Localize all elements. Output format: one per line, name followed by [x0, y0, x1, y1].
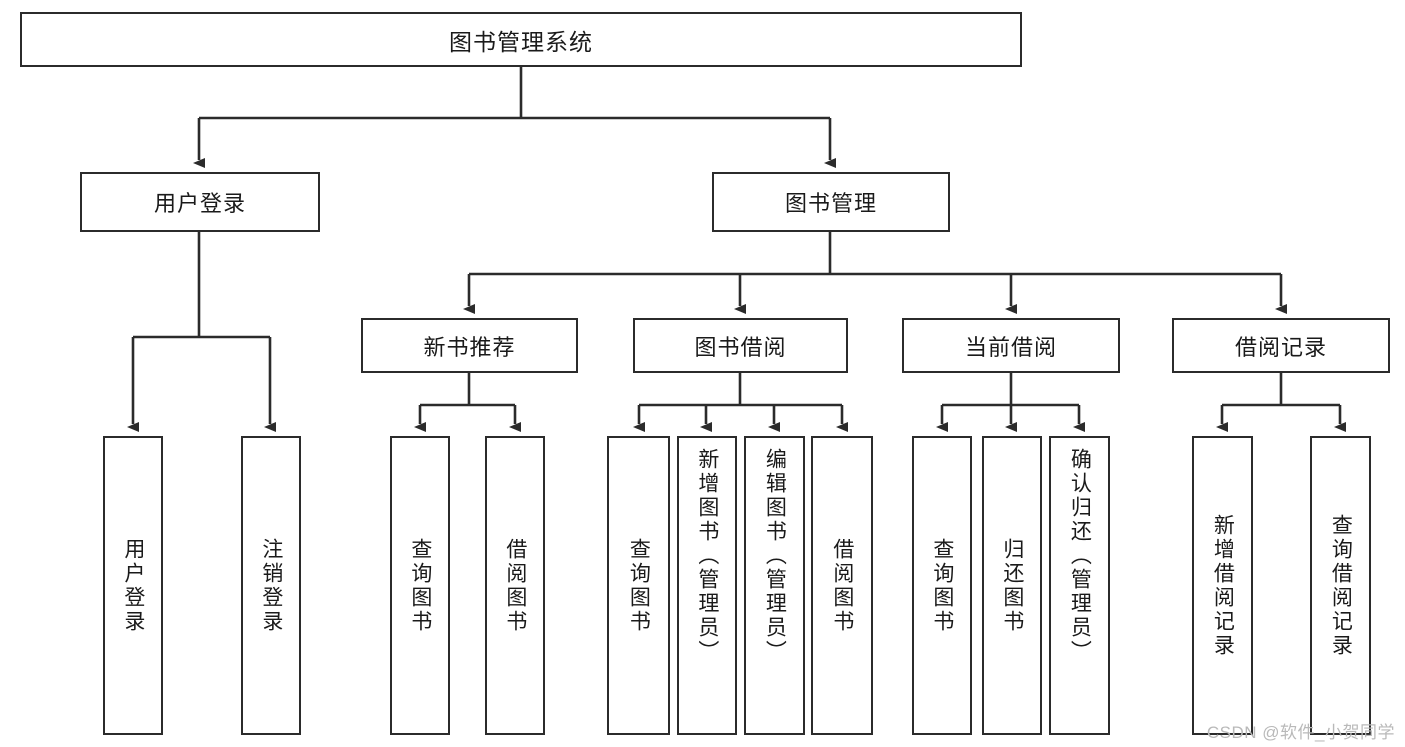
- node-leaf-query-record[interactable]: 查询借阅记录: [1310, 436, 1371, 735]
- node-label: 借阅记录: [1234, 334, 1327, 360]
- node-label: 图书管理: [784, 191, 877, 216]
- node-label: 编辑图书（管理员）: [763, 448, 787, 664]
- node-leaf-return-book[interactable]: 归还图书: [982, 436, 1042, 735]
- node-label: 图书借阅: [694, 334, 787, 360]
- node-user-login[interactable]: 用户登录: [80, 172, 320, 232]
- node-leaf-query-book-1[interactable]: 查询图书: [390, 436, 450, 735]
- node-borrow-record[interactable]: 借阅记录: [1172, 318, 1390, 373]
- node-label: 用户登录: [121, 537, 145, 634]
- node-label: 新增借阅记录: [1211, 513, 1235, 658]
- node-label: 新增图书（管理员）: [695, 448, 719, 664]
- node-label: 归还图书: [1000, 537, 1024, 634]
- node-book-borrow[interactable]: 图书借阅: [633, 318, 848, 373]
- node-label: 确认归还（管理员）: [1068, 448, 1092, 664]
- node-label: 查询图书: [930, 537, 954, 634]
- node-leaf-logout-login[interactable]: 注销登录: [241, 436, 301, 735]
- node-leaf-borrow-book-2[interactable]: 借阅图书: [811, 436, 873, 735]
- node-label: 查询图书: [408, 537, 432, 634]
- node-label: 用户登录: [153, 191, 246, 216]
- node-label: 查询借阅记录: [1329, 513, 1353, 658]
- node-leaf-add-record[interactable]: 新增借阅记录: [1192, 436, 1253, 735]
- node-leaf-add-book[interactable]: 新增图书（管理员）: [677, 436, 737, 735]
- node-label: 新书推荐: [423, 334, 516, 360]
- node-leaf-query-book-3[interactable]: 查询图书: [912, 436, 972, 735]
- node-leaf-user-login[interactable]: 用户登录: [103, 436, 163, 735]
- node-leaf-edit-book[interactable]: 编辑图书（管理员）: [744, 436, 805, 735]
- node-label: 当前借阅: [964, 334, 1057, 360]
- node-label: 借阅图书: [503, 537, 527, 634]
- node-leaf-query-book-2[interactable]: 查询图书: [607, 436, 670, 735]
- node-current-borrow[interactable]: 当前借阅: [902, 318, 1120, 373]
- node-book-management-system[interactable]: 图书管理系统: [20, 12, 1022, 67]
- node-label: 图书管理系统: [449, 28, 593, 55]
- node-label: 查询图书: [627, 537, 651, 634]
- node-leaf-confirm-return[interactable]: 确认归还（管理员）: [1049, 436, 1110, 735]
- node-book-management[interactable]: 图书管理: [712, 172, 950, 232]
- node-new-book-recommend[interactable]: 新书推荐: [361, 318, 578, 373]
- node-leaf-borrow-book-1[interactable]: 借阅图书: [485, 436, 545, 735]
- node-label: 注销登录: [259, 537, 283, 634]
- node-label: 借阅图书: [830, 537, 854, 634]
